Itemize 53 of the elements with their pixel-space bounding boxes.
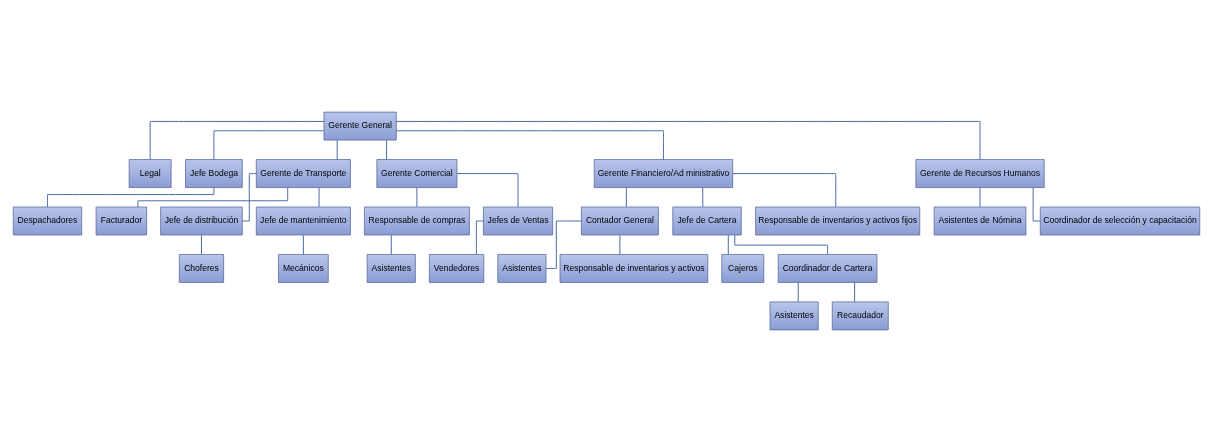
node-box: Coordinador de Cartera — [777, 253, 878, 283]
connector — [732, 172, 837, 207]
node-box: Asistentes de Nómina — [933, 206, 1027, 235]
node-box: Facturador — [95, 206, 148, 235]
node-box: Responsable de compras — [364, 206, 470, 235]
node-box: Asistentes — [366, 253, 416, 283]
node-box: Asistentes — [497, 253, 547, 283]
node-box: Jefes de Ventas — [483, 206, 554, 235]
node-box: Jefe de distribución — [160, 206, 243, 235]
node-box: Jefe de mantenimiento — [255, 206, 351, 235]
connector — [386, 139, 388, 160]
node-box: Coordinador de selección y capacitación — [1039, 206, 1201, 235]
connector — [242, 172, 257, 221]
connector — [545, 220, 582, 269]
node-box: Asistentes — [769, 301, 819, 330]
connector — [619, 234, 621, 255]
connector — [475, 220, 484, 255]
connector — [734, 234, 829, 255]
node-box: Contador General — [581, 206, 659, 235]
node-box: Responsable de inventarios y activos fijos — [755, 206, 921, 235]
node-box: Jefe Bodega — [185, 158, 243, 188]
node-box: Gerente Comercial — [376, 158, 458, 188]
connector — [797, 281, 799, 302]
connector — [302, 234, 304, 255]
connector — [854, 281, 856, 302]
connector — [390, 234, 392, 255]
connector — [318, 186, 320, 207]
node-box: Despachadores — [12, 206, 83, 235]
node-box: Responsable de inventarios y activos — [559, 253, 709, 283]
connector — [395, 129, 664, 160]
node-box: Jefe de Cartera — [672, 206, 742, 235]
connector — [213, 129, 325, 160]
connector — [201, 234, 202, 255]
connector — [395, 120, 981, 160]
connector — [149, 120, 325, 160]
connector — [702, 186, 704, 207]
connector — [1032, 186, 1041, 221]
node-box: Cajeros — [721, 253, 765, 283]
node-box: Vendedores — [428, 253, 485, 283]
connector — [727, 234, 729, 255]
node-box: Gerente General — [323, 111, 397, 140]
node-box: Mecánicos — [278, 253, 329, 283]
node-box: Legal — [128, 158, 172, 188]
connector — [979, 186, 981, 207]
node-box: Gerente de Transporte — [255, 158, 351, 188]
connector — [456, 172, 519, 207]
connector — [336, 139, 338, 160]
node-box: Gerente Financiero/Ad ministrativo — [593, 158, 734, 188]
connector — [416, 186, 418, 207]
node-box: Recaudador — [831, 301, 889, 330]
connector — [625, 186, 627, 207]
node-box: Choferes — [178, 253, 225, 283]
node-box: Gerente de Recursos Humanos — [915, 158, 1045, 188]
